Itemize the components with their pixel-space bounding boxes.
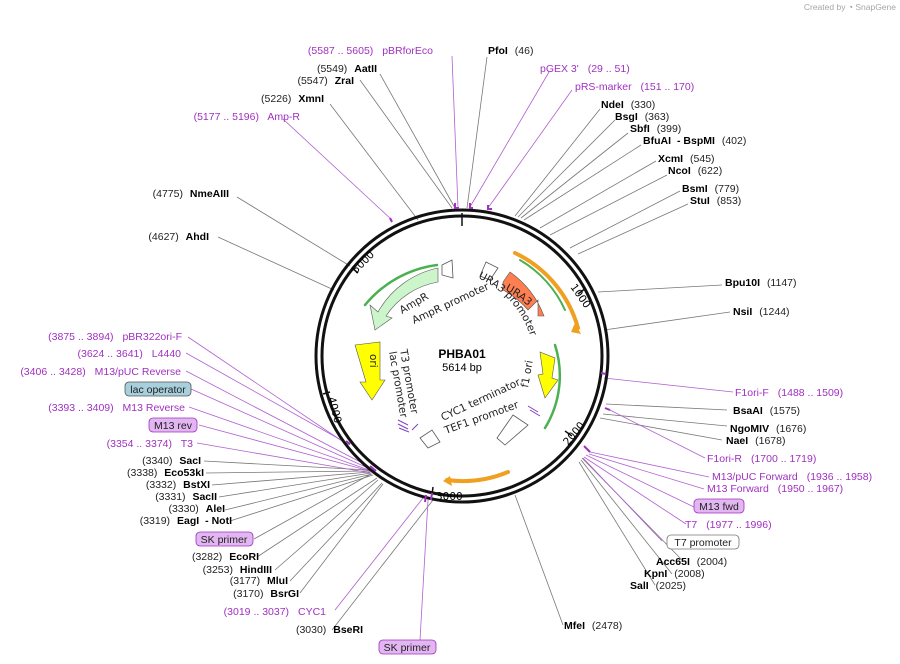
primer-f1ori-r[interactable]: F1ori-R (1700 .. 1719) xyxy=(707,453,816,465)
site-ecori[interactable]: (3282) EcoRI xyxy=(192,551,259,563)
plasmid-name: PHBA01 xyxy=(438,347,486,361)
site-bsaai[interactable]: BsaAI (1575) xyxy=(733,405,800,417)
site-ndei[interactable]: NdeI (330) xyxy=(601,99,655,111)
t7-promoter-text: T7 promoter xyxy=(674,537,732,549)
t7-promoter-box[interactable]: T7 promoter xyxy=(666,534,740,550)
site-bsrgi[interactable]: (3170) BsrGI xyxy=(233,588,299,600)
primer-l4440[interactable]: (3624 .. 3641) L4440 xyxy=(77,348,181,360)
site-eagi[interactable]: (3319) EagI- NotI xyxy=(140,515,232,527)
ura3-promoter-arrow-icon xyxy=(479,261,499,281)
site-aatii[interactable]: (5549) AatII xyxy=(317,63,377,75)
site-nmeaiii[interactable]: (4775) NmeAIII xyxy=(153,188,229,200)
ruler-label-3000: 3000 xyxy=(436,491,463,503)
ruler-ticks xyxy=(322,213,587,496)
ampr-promoter-arrow-icon xyxy=(441,259,454,279)
site-eco53ki[interactable]: (3338) Eco53kI xyxy=(127,467,204,479)
site-bfuai[interactable]: BfuAI- BspMI (402) xyxy=(643,135,746,147)
f1-ori-label: f1 ori xyxy=(519,359,536,388)
ampr-feature xyxy=(369,267,439,331)
lac-operator-box[interactable]: lac operator xyxy=(124,381,192,397)
site-ncoi[interactable]: NcoI (622) xyxy=(668,165,722,177)
credit-brand: SnapGene xyxy=(855,2,896,12)
sk-primer-text-2: SK primer xyxy=(384,642,431,654)
ura3-feature xyxy=(502,271,545,317)
m13-rev-text: M13 rev xyxy=(154,420,193,432)
site-sali[interactable]: SalI (2025) xyxy=(630,580,686,592)
primer-pbrforeco[interactable]: (5587 .. 5605) pBRforEco xyxy=(308,45,433,57)
site-bstxi[interactable]: (3332) BstXI xyxy=(146,479,210,491)
site-xcmi[interactable]: XcmI (545) xyxy=(658,153,715,165)
site-mfei[interactable]: MfeI (2478) xyxy=(564,620,622,632)
site-naei[interactable]: NaeI (1678) xyxy=(726,435,785,447)
mcs-region xyxy=(397,405,541,433)
credit-text: Created by xyxy=(803,2,846,12)
site-bpu10i[interactable]: Bpu10I (1147) xyxy=(725,277,797,289)
site-saci[interactable]: (3340) SacI xyxy=(142,455,201,467)
boxed-labels: M13 fwd T7 promoter lac operator M13 rev… xyxy=(124,381,745,655)
feature-arcs xyxy=(363,251,580,484)
m13-rev-box[interactable]: M13 rev xyxy=(148,417,198,433)
primer-m13-puc-reverse[interactable]: (3406 .. 3428) M13/pUC Reverse xyxy=(20,366,181,378)
site-nsii[interactable]: NsiI (1244) xyxy=(733,306,790,318)
site-bsmi[interactable]: BsmI (779) xyxy=(682,183,739,195)
ura3-orange-arrowhead-icon xyxy=(571,323,581,334)
m13-fwd-box[interactable]: M13 fwd xyxy=(693,498,745,514)
site-acc65i[interactable]: Acc65I (2004) xyxy=(656,556,727,568)
backbone-outer xyxy=(314,208,610,504)
primer-ticks xyxy=(345,203,611,503)
primer-t7[interactable]: T7 (1977 .. 1996) xyxy=(685,519,772,531)
site-stui[interactable]: StuI (853) xyxy=(690,195,741,207)
snapgene-logo-icon: ◔ xyxy=(847,2,853,12)
cyc1-orange-arrowhead-icon xyxy=(443,476,452,486)
site-sacii[interactable]: (3331) SacII xyxy=(155,491,217,503)
site-sbfi[interactable]: SbfI (399) xyxy=(630,123,681,135)
site-labels: PfoI (46) NdeI (330) BsgI (363) SbfI (39… xyxy=(488,45,806,632)
site-ahdi[interactable]: (4627) AhdI xyxy=(148,231,209,243)
primer-amp-r[interactable]: (5177 .. 5196) Amp-R xyxy=(194,111,301,123)
site-hindiii[interactable]: (3253) HindIII xyxy=(203,564,272,576)
sk-primer-text-1: SK primer xyxy=(201,534,248,546)
site-labels-left: (3030) BseRI (3170) BsrGI (3177) MluI (3… xyxy=(127,63,377,636)
f1-ori-feature xyxy=(537,351,559,399)
primer-f1ori-f[interactable]: F1ori-F (1488 .. 1509) xyxy=(735,387,843,399)
primer-leader-lines xyxy=(185,55,734,641)
primer-m13-reverse[interactable]: (3393 .. 3409) M13 Reverse xyxy=(48,402,185,414)
primer-t3[interactable]: (3354 .. 3374) T3 xyxy=(107,438,194,450)
primer-pbr322ori-f[interactable]: (3875 .. 3894) pBR322ori-F xyxy=(48,331,182,343)
primer-m13-puc-forward[interactable]: M13/pUC Forward (1936 .. 1958) xyxy=(712,471,872,483)
site-alei[interactable]: (3330) AleI xyxy=(168,503,225,515)
site-mlui[interactable]: (3177) MluI xyxy=(230,575,288,587)
m13-fwd-text: M13 fwd xyxy=(699,501,739,513)
cyc1-terminator-arrow-icon xyxy=(419,429,441,449)
site-xmni[interactable]: (5226) XmnI xyxy=(261,93,324,105)
ori-feature xyxy=(354,341,386,401)
site-bsgi[interactable]: BsgI (363) xyxy=(615,111,669,123)
site-pfoi[interactable]: PfoI (46) xyxy=(488,45,533,57)
sk-primer-box-1[interactable]: SK primer xyxy=(195,531,254,547)
ori-label: ori xyxy=(367,354,379,368)
leader-lines xyxy=(203,56,731,631)
primer-pgex3[interactable]: pGEX 3' (29 .. 51) xyxy=(540,63,630,75)
primer-labels: (5587 .. 5605) pBRforEco pGEX 3' (29 .. … xyxy=(20,45,872,618)
primer-cyc1[interactable]: (3019 .. 3037) CYC1 xyxy=(224,606,326,618)
primer-prs-marker[interactable]: pRS-marker (151 .. 170) xyxy=(575,81,694,93)
sk-primer-box-2[interactable]: SK primer xyxy=(378,639,437,655)
plasmid-size: 5614 bp xyxy=(442,362,482,374)
primer-m13-forward[interactable]: M13 Forward (1950 .. 1967) xyxy=(707,483,843,495)
site-zrai[interactable]: (5547) ZraI xyxy=(297,75,354,87)
lac-operator-text: lac operator xyxy=(130,384,186,396)
site-bseri[interactable]: (3030) BseRI xyxy=(296,624,363,636)
tef1-promoter-arrow-icon xyxy=(496,414,529,446)
ruler-label-5000: 5000 xyxy=(350,249,377,276)
created-by-credit: Created by ◔ SnapGene xyxy=(804,2,896,12)
site-kpni[interactable]: KpnI (2008) xyxy=(644,568,705,580)
site-ngomiv[interactable]: NgoMIV (1676) xyxy=(730,423,806,435)
